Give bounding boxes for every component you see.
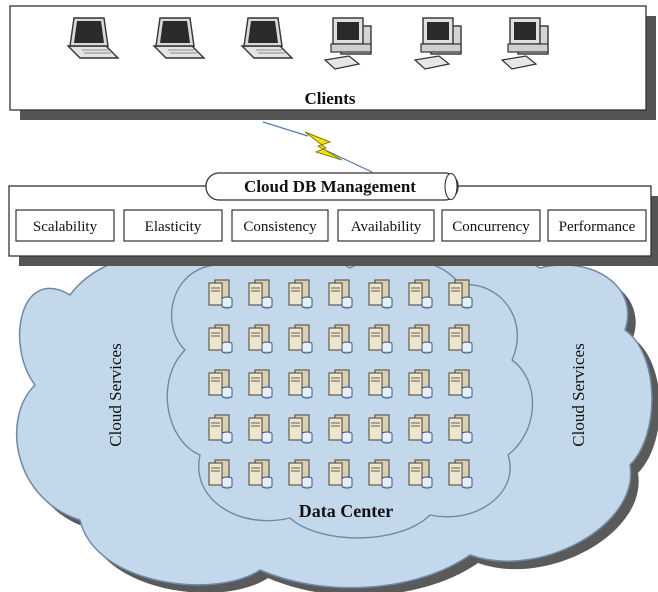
database-server-icon [448, 414, 473, 444]
feature-label: Availability [351, 219, 422, 235]
feature-box-elasticity: Elasticity [123, 209, 223, 242]
database-server-icon [328, 279, 353, 309]
database-server-icon [368, 459, 393, 489]
database-server-icon [448, 279, 473, 309]
database-server-icon [208, 369, 233, 399]
database-server-icon [248, 279, 273, 309]
database-server-icon [408, 279, 433, 309]
feature-box-availability: Availability [337, 209, 435, 242]
feature-box-performance: Performance [547, 209, 647, 242]
database-server-icon [208, 279, 233, 309]
cloud-services-label-right: Cloud Services [569, 343, 588, 446]
database-server-icon [328, 324, 353, 354]
clients-label: Clients [305, 89, 356, 108]
feature-label: Elasticity [145, 219, 202, 235]
database-server-icon [288, 414, 313, 444]
cloud-db-management-banner: Cloud DB Management [205, 172, 459, 201]
database-server-icon [368, 414, 393, 444]
database-server-icon [328, 459, 353, 489]
feature-box-concurrency: Concurrency [441, 209, 541, 242]
database-server-icon [368, 279, 393, 309]
feature-label: Scalability [33, 219, 98, 235]
database-server-icon [328, 369, 353, 399]
management-panel: Cloud DB Management Scalability Elasticit… [8, 172, 658, 266]
feature-label: Concurrency [452, 219, 530, 235]
lightning-bolt-icon [262, 121, 373, 173]
cloud-db-management-title: Cloud DB Management [244, 177, 416, 196]
database-server-icon [248, 369, 273, 399]
database-server-icon [448, 459, 473, 489]
database-server-icon [248, 324, 273, 354]
database-server-icon [288, 459, 313, 489]
cloud-services-label-left: Cloud Services [106, 343, 125, 446]
feature-box-scalability: Scalability [15, 209, 115, 242]
database-server-icon [408, 369, 433, 399]
database-server-icon [328, 414, 353, 444]
data-center-label: Data Center [299, 501, 393, 521]
feature-list: Scalability Elasticity Consistency Availabi… [15, 209, 647, 242]
database-server-icon [368, 324, 393, 354]
database-server-icon [448, 369, 473, 399]
database-server-icon [408, 324, 433, 354]
database-server-icon [288, 369, 313, 399]
database-server-icon [208, 324, 233, 354]
database-server-icon [448, 324, 473, 354]
database-server-icon [208, 459, 233, 489]
database-server-icon [248, 459, 273, 489]
feature-label: Performance [559, 219, 636, 235]
database-server-icon [288, 279, 313, 309]
database-server-icon [208, 414, 233, 444]
feature-label: Consistency [243, 219, 317, 235]
database-server-icon [408, 459, 433, 489]
database-server-icon [408, 414, 433, 444]
database-server-icon [248, 414, 273, 444]
database-server-icon [368, 369, 393, 399]
database-server-icon [288, 324, 313, 354]
feature-box-consistency: Consistency [231, 209, 329, 242]
clients-panel: Clients [9, 5, 656, 120]
